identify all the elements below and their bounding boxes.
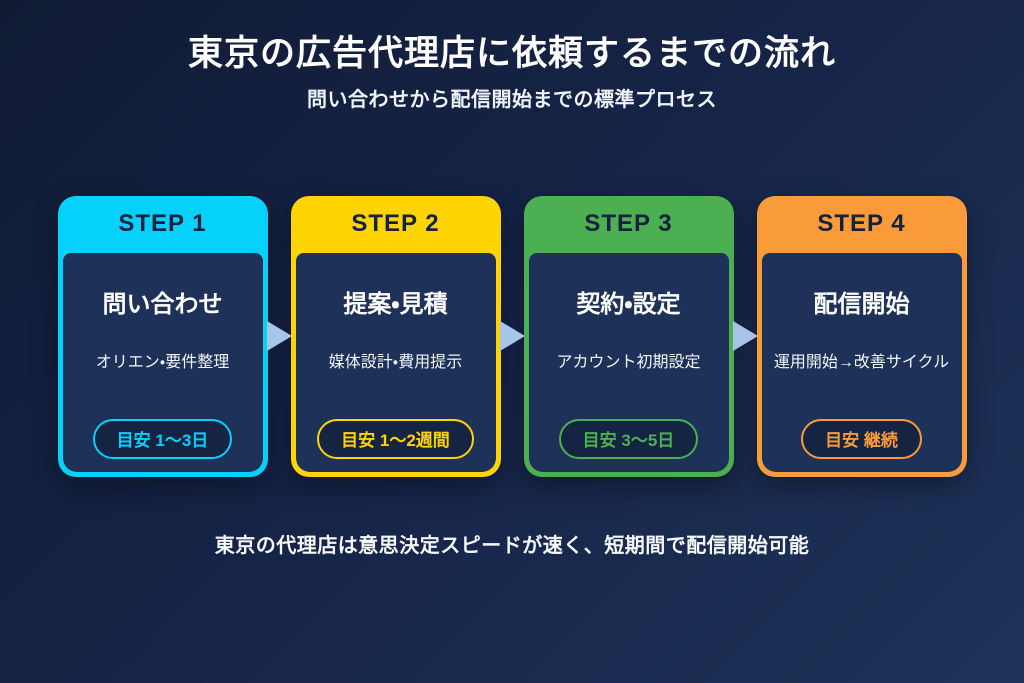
step-4-duration-label: 目安 継続	[825, 431, 898, 451]
step-3-header: STEP 3	[524, 196, 734, 253]
step-1-title: 問い合わせ	[102, 290, 223, 318]
step-4-header: STEP 4	[757, 196, 967, 253]
step-3-title: 契約・設定	[576, 290, 681, 318]
step-2-label: STEP 2	[351, 210, 440, 238]
arrow-right-icon	[499, 320, 525, 351]
step-4-duration-badge: 目安 継続	[801, 418, 922, 459]
step-1-body: 問い合わせ オリエン・要件整理 目安 1〜3日	[62, 252, 263, 472]
step-3-description: アカウント初期設定	[556, 353, 701, 371]
step-card-2: STEP 2 提案・見積 媒体設計・費用提示 目安 1〜2週間	[290, 195, 525, 477]
steps-row: STEP 1 問い合わせ オリエン・要件整理 目安 1〜3日 STEP 2 提案…	[0, 195, 1024, 477]
step-3-duration-label: 目安 3〜5日	[582, 431, 675, 451]
step-4-description: 運用開始→改善サイクル	[773, 353, 950, 371]
step-3-body: 契約・設定 アカウント初期設定 目安 3〜5日	[528, 252, 729, 472]
step-2-header: STEP 2	[291, 196, 501, 253]
step-card-1: STEP 1 問い合わせ オリエン・要件整理 目安 1〜3日	[57, 195, 292, 477]
step-1-label: STEP 1	[118, 210, 207, 238]
step-card-3: STEP 3 契約・設定 アカウント初期設定 目安 3〜5日	[523, 195, 758, 477]
page-subtitle: 問い合わせから配信開始までの標準プロセス	[307, 88, 717, 111]
step-3-label: STEP 3	[584, 210, 673, 238]
step-card-4: STEP 4 配信開始 運用開始→改善サイクル 目安 継続	[756, 195, 967, 477]
step-4-body: 配信開始 運用開始→改善サイクル 目安 継続	[761, 252, 962, 472]
step-3-duration-badge: 目安 3〜5日	[558, 418, 699, 459]
step-2-description: 媒体設計・費用提示	[328, 353, 463, 371]
footer-note: 東京の代理店は意思決定スピードが速く、短期間で配信開始可能	[214, 534, 810, 557]
step-2-body: 提案・見積 媒体設計・費用提示 目安 1〜2週間	[295, 252, 496, 472]
arrow-right-icon	[732, 320, 758, 351]
step-1-description: オリエン・要件整理	[95, 353, 230, 371]
step-2-title: 提案・見積	[343, 290, 448, 318]
page-title: 東京の広告代理店に依頼するまでの流れ	[187, 34, 836, 73]
step-2-duration-label: 目安 1〜2週間	[341, 431, 450, 451]
step-4-title: 配信開始	[813, 290, 910, 318]
arrow-right-icon	[266, 320, 292, 351]
step-1-duration-label: 目安 1〜3日	[116, 431, 209, 451]
step-1-duration-badge: 目安 1〜3日	[92, 418, 233, 459]
step-2-duration-badge: 目安 1〜2週間	[317, 418, 474, 459]
step-4-label: STEP 4	[817, 210, 906, 238]
step-1-header: STEP 1	[58, 196, 268, 253]
